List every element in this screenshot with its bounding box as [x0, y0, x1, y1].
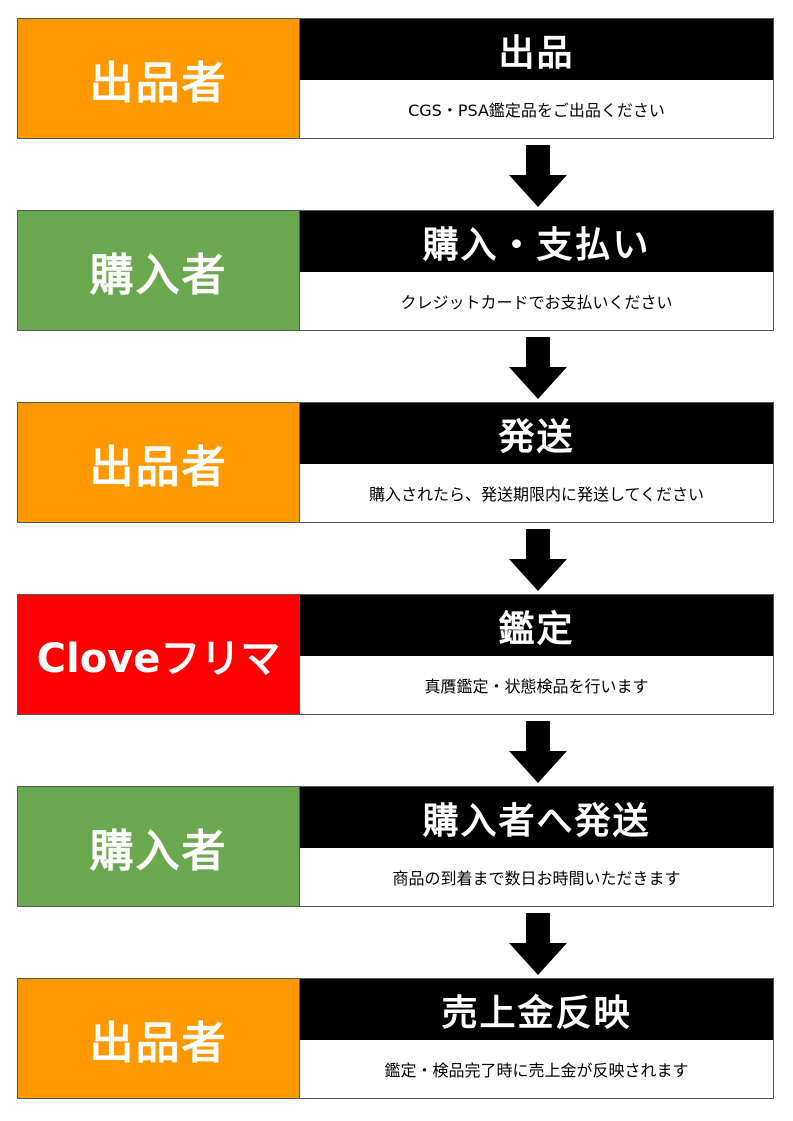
step-description: 真贋鑑定・状態検品を行います: [300, 656, 773, 714]
step-title: 発送: [300, 403, 773, 464]
down-arrow-icon: [509, 913, 567, 975]
step-detail: 購入者へ発送 商品の到着まで数日お時間いただきます: [300, 787, 773, 906]
step-detail: 購入・支払い クレジットカードでお支払いください: [300, 211, 773, 330]
actor-box-seller: 出品者: [18, 19, 300, 138]
actor-box-platform: Cloveフリマ: [18, 595, 300, 714]
step-description: 商品の到着まで数日お時間いただきます: [300, 848, 773, 906]
flow-step-authentication: Cloveフリマ 鑑定 真贋鑑定・状態検品を行います: [17, 594, 774, 715]
step-title: 購入者へ発送: [300, 787, 773, 848]
step-detail: 出品 CGS・PSA鑑定品をご出品ください: [300, 19, 773, 138]
step-title: 売上金反映: [300, 979, 773, 1040]
actor-box-buyer: 購入者: [18, 787, 300, 906]
actor-box-seller: 出品者: [18, 403, 300, 522]
step-title: 鑑定: [300, 595, 773, 656]
step-title: 出品: [300, 19, 773, 80]
down-arrow-icon: [509, 529, 567, 591]
step-description: 購入されたら、発送期限内に発送してください: [300, 464, 773, 522]
flow-step-shipping: 出品者 発送 購入されたら、発送期限内に発送してください: [17, 402, 774, 523]
step-description: クレジットカードでお支払いください: [300, 272, 773, 330]
actor-label: 出品者: [89, 1017, 228, 1069]
flow-step-ship-to-buyer: 購入者 購入者へ発送 商品の到着まで数日お時間いただきます: [17, 786, 774, 907]
step-description: 鑑定・検品完了時に売上金が反映されます: [300, 1040, 773, 1098]
down-arrow-icon: [509, 337, 567, 399]
flow-step-purchase: 購入者 購入・支払い クレジットカードでお支払いください: [17, 210, 774, 331]
actor-label: 出品者: [89, 57, 228, 109]
actor-box-seller: 出品者: [18, 979, 300, 1098]
actor-label: 購入者: [89, 825, 228, 877]
down-arrow-icon: [509, 721, 567, 783]
step-detail: 鑑定 真贋鑑定・状態検品を行います: [300, 595, 773, 714]
actor-box-buyer: 購入者: [18, 211, 300, 330]
step-description: CGS・PSA鑑定品をご出品ください: [300, 80, 773, 138]
flow-step-sales-reflection: 出品者 売上金反映 鑑定・検品完了時に売上金が反映されます: [17, 978, 774, 1099]
down-arrow-icon: [509, 145, 567, 207]
step-detail: 発送 購入されたら、発送期限内に発送してください: [300, 403, 773, 522]
actor-label: 出品者: [89, 441, 228, 493]
actor-label: 購入者: [89, 249, 228, 301]
step-title: 購入・支払い: [300, 211, 773, 272]
step-detail: 売上金反映 鑑定・検品完了時に売上金が反映されます: [300, 979, 773, 1098]
actor-label: Cloveフリマ: [36, 635, 281, 682]
flow-step-listing: 出品者 出品 CGS・PSA鑑定品をご出品ください: [17, 18, 774, 139]
